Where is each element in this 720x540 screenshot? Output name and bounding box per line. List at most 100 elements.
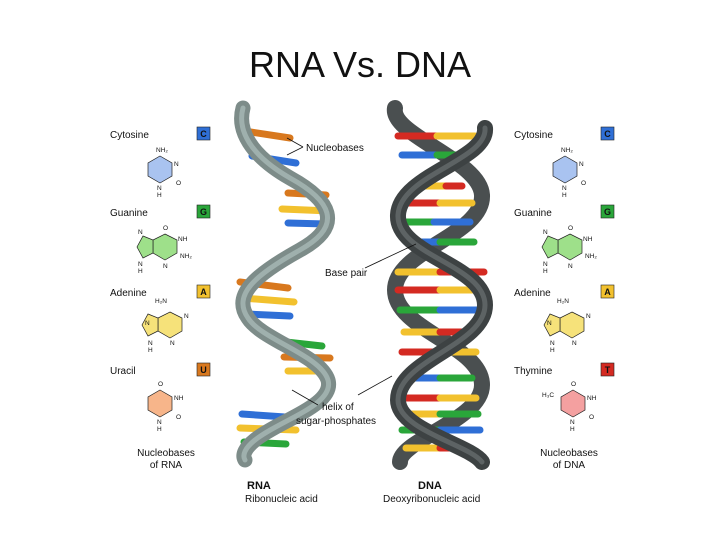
rna-caption-subtitle: Ribonucleic acid: [245, 494, 318, 505]
svg-text:O: O: [163, 225, 168, 232]
svg-text:O: O: [589, 414, 594, 421]
dna-caption-title: DNA: [418, 480, 442, 492]
svg-text:N: N: [547, 320, 552, 327]
callouts: Nucleobases Base pair helix of sugar-pho…: [286, 137, 417, 427]
svg-text:NH₂: NH₂: [180, 253, 192, 260]
dna-base-name-guanine: Guanine: [514, 208, 552, 219]
dna-nucleobases-label-2: of DNA: [553, 460, 586, 471]
svg-text:N: N: [145, 320, 150, 327]
rna-badge-adenine: [196, 284, 211, 299]
rna-helix: [234, 100, 336, 468]
rna-cytosine-molecule: NH₂ N O N H: [147, 147, 181, 199]
svg-text:NH: NH: [583, 236, 593, 243]
rna-nucleobase-panel: Cytosine C NH₂ N O N H Guanine G O NH NH…: [110, 126, 211, 471]
svg-text:H: H: [543, 268, 548, 275]
svg-text:N: N: [148, 340, 153, 347]
svg-text:N: N: [570, 419, 575, 426]
rna-nucleobases-label-2: of RNA: [150, 460, 183, 471]
rna-badge-letter-uracil: U: [200, 365, 207, 375]
svg-text:NH: NH: [174, 395, 184, 402]
svg-text:H: H: [157, 426, 162, 433]
svg-text:NH₂: NH₂: [561, 147, 573, 154]
svg-text:N: N: [184, 313, 189, 320]
rna-badge-letter-guanine: G: [200, 207, 207, 217]
svg-text:NH: NH: [587, 395, 597, 402]
svg-text:NH₂: NH₂: [156, 147, 168, 154]
dna-helix: [386, 100, 494, 470]
svg-text:NH₂: NH₂: [585, 253, 597, 260]
svg-text:N: N: [562, 185, 567, 192]
svg-text:N: N: [138, 261, 143, 268]
svg-text:O: O: [176, 414, 181, 421]
rna-nucleobases-label-1: Nucleobases: [137, 448, 195, 459]
svg-text:N: N: [568, 263, 573, 270]
rna-badge-cytosine: [196, 126, 211, 141]
svg-text:H₂N: H₂N: [155, 298, 167, 305]
helix-callout-line1: helix of: [322, 402, 354, 413]
rna-base-name-guanine: Guanine: [110, 208, 148, 219]
rna-uracil-molecule: O NH O N H: [147, 381, 184, 433]
svg-text:NH: NH: [178, 236, 188, 243]
svg-text:N: N: [586, 313, 591, 320]
svg-text:H: H: [138, 268, 143, 275]
dna-badge-letter-adenine: A: [604, 287, 611, 297]
rna-adenine-molecule: H₂N N N N H N: [141, 298, 189, 354]
svg-text:H: H: [148, 347, 153, 354]
svg-text:H: H: [550, 347, 555, 354]
svg-text:H₂N: H₂N: [557, 298, 569, 305]
dna-badge-guanine: [600, 204, 615, 219]
svg-text:N: N: [163, 263, 168, 270]
dna-badge-cytosine: [600, 126, 615, 141]
dna-base-name-cytosine: Cytosine: [514, 130, 553, 141]
dna-base-name-thymine: Thymine: [514, 366, 553, 377]
dna-backbone-b-shade: [395, 125, 488, 465]
svg-text:O: O: [581, 180, 586, 187]
dna-base-name-adenine: Adenine: [514, 288, 551, 299]
svg-text:H: H: [157, 192, 162, 199]
dna-nucleobase-panel: Cytosine C NH₂ N O N H Guanine G O NH NH…: [514, 126, 615, 471]
rna-badge-letter-adenine: A: [200, 287, 207, 297]
svg-text:N: N: [543, 229, 548, 236]
rna-caption-title: RNA: [247, 480, 271, 492]
dna-badge-letter-cytosine: C: [604, 129, 611, 139]
svg-text:O: O: [568, 225, 573, 232]
svg-text:O: O: [571, 381, 576, 388]
nucleobases-callout: Nucleobases: [306, 143, 364, 154]
svg-text:N: N: [550, 340, 555, 347]
dna-adenine-molecule: H₂N N N N H N: [543, 298, 591, 354]
dna-guanine-molecule: O NH NH₂ N N H N: [541, 225, 597, 275]
dna-badge-letter-thymine: T: [605, 365, 611, 375]
dna-thymine-molecule: O H₃C NH O N H: [542, 381, 597, 433]
dna-badge-thymine: [600, 362, 615, 377]
svg-text:N: N: [572, 340, 577, 347]
dna-badge-letter-guanine: G: [604, 207, 611, 217]
helix-callout-line2: sugar-phosphates: [296, 416, 376, 427]
svg-text:O: O: [158, 381, 163, 388]
svg-text:N: N: [579, 161, 584, 168]
rna-badge-uracil: [196, 362, 211, 377]
svg-text:N: N: [174, 161, 179, 168]
svg-text:N: N: [157, 419, 162, 426]
rna-base-name-cytosine: Cytosine: [110, 130, 149, 141]
svg-text:O: O: [176, 180, 181, 187]
rna-backbone-shade: [239, 105, 331, 463]
svg-text:H: H: [562, 192, 567, 199]
svg-text:H₃C: H₃C: [542, 392, 554, 399]
dna-nucleobases-label-1: Nucleobases: [540, 448, 598, 459]
svg-text:N: N: [170, 340, 175, 347]
svg-text:N: N: [157, 185, 162, 192]
svg-text:N: N: [138, 229, 143, 236]
dna-cytosine-molecule: NH₂ N O N H: [552, 147, 586, 199]
rna-base-name-adenine: Adenine: [110, 288, 147, 299]
rna-base-name-uracil: Uracil: [110, 366, 136, 377]
svg-text:N: N: [543, 261, 548, 268]
base-pair-callout: Base pair: [325, 268, 368, 279]
svg-text:H: H: [570, 426, 575, 433]
dna-caption-subtitle: Deoxyribonucleic acid: [383, 494, 480, 505]
rna-badge-guanine: [196, 204, 211, 219]
slide-title: RNA Vs. DNA: [248, 44, 472, 85]
dna-badge-adenine: [600, 284, 615, 299]
rna-guanine-molecule: O NH NH₂ N N H N: [136, 225, 192, 275]
rna-badge-letter-cytosine: C: [200, 129, 207, 139]
